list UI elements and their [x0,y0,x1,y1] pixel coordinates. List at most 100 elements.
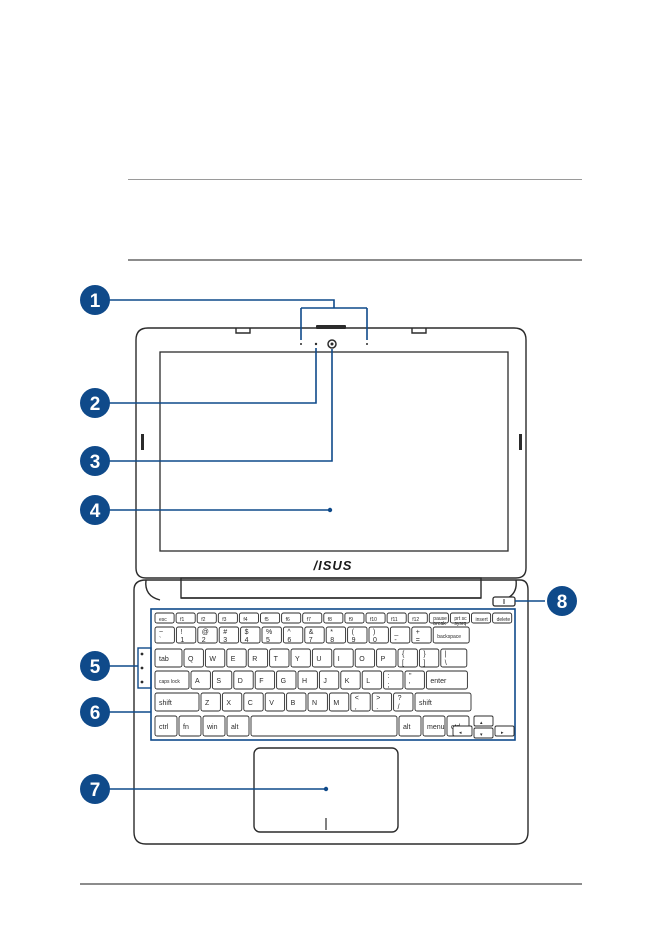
key: $4 [240,626,261,644]
key: win [202,715,226,737]
key-label: W [209,656,216,663]
key: E [226,648,247,668]
key-label: 4 [245,637,249,644]
key: += [411,626,432,644]
callout-power-button: 8 [547,586,577,616]
key-label: f4 [243,617,247,623]
key: C [243,692,264,712]
microphone-left-icon [300,343,302,345]
key-label: 1 [180,637,184,644]
key-label: H [302,678,307,685]
callout-keyboard: 6 [80,697,110,727]
key-label: F [259,678,263,685]
key: shift [414,692,472,712]
key-label: shift [159,700,172,707]
laptop-lid [135,325,527,579]
key: |\ [440,648,468,668]
key-label: C [248,700,253,707]
key-label: : [388,673,390,680]
callout-display-panel: 4 [80,495,110,525]
key: ^6 [282,626,304,644]
key-label: = [416,637,420,644]
arrow-key: ▴ [473,715,494,727]
key-label: f2 [201,617,205,623]
key: J [318,670,340,690]
key-label: tab [159,656,169,663]
key: enter [425,670,468,690]
key-label: \ [445,660,447,667]
key-label: caps lock [159,679,180,685]
callout-number: 7 [90,780,101,801]
key: I [333,648,354,668]
key-label: ? [398,695,402,702]
arrow-key: ▸ [494,725,515,737]
key-label: enter [430,678,447,685]
key-label: + [416,629,420,636]
callout-status-indicators: 5 [80,651,110,681]
key: W [204,648,226,668]
key-label: * [330,629,333,636]
key-label: shift [419,700,432,707]
key-label: I [338,656,340,663]
key: }] [418,648,440,668]
key-label: K [345,678,350,685]
display-panel [159,351,509,552]
key-label: D [238,678,243,685]
key-label: ^ [287,629,291,636]
key-label: P [381,656,386,663]
callout-number: 1 [90,291,101,312]
key-label: 5 [266,637,270,644]
key-label: / [398,704,400,711]
key-label: ~ [159,629,163,636]
key: S [211,670,233,690]
key-label: ) [373,629,375,636]
camera-indicator-icon [314,342,318,346]
key: O [354,648,376,668]
key-label: f1 [180,617,184,623]
key: V [264,692,286,712]
callout-number: 6 [90,703,101,724]
key-label: ' [409,682,410,689]
key: !1 [175,626,197,644]
key-label: f10 [370,617,377,623]
key-label: J [323,678,327,685]
key: %5 [261,626,282,644]
key-label: Q [188,656,194,663]
callout-number: 8 [557,592,568,613]
key-label: ; [388,682,390,689]
key-label: insert [476,617,489,623]
key-label: & [309,629,314,636]
key: f4 [238,612,259,624]
key: f6 [281,612,302,624]
key-label: prt sc [454,616,467,622]
key-label: L [366,678,370,685]
key: _- [389,626,411,644]
key-label: | [445,651,447,658]
key-label: { [402,651,405,658]
key-label: fn [183,724,189,731]
key: {[ [397,648,418,668]
status-indicators [140,652,144,684]
key: alt [398,715,422,737]
key-label: < [355,695,359,702]
key: f7 [302,612,323,624]
key: K [340,670,361,690]
key: D [233,670,254,690]
key: M [328,692,350,712]
key-label: f7 [307,617,311,623]
key: :; [383,670,404,690]
key-label: T [274,656,279,663]
key-label: f12 [412,617,419,623]
key-label: S [216,678,221,685]
key: f8 [323,612,344,624]
key: f11 [386,612,407,624]
key-label: alt [231,724,238,731]
key: f5 [260,612,281,624]
key-label: ] [423,660,425,667]
key: U [311,648,333,668]
svg-text:◂: ◂ [459,730,462,736]
key: Z [200,692,221,712]
